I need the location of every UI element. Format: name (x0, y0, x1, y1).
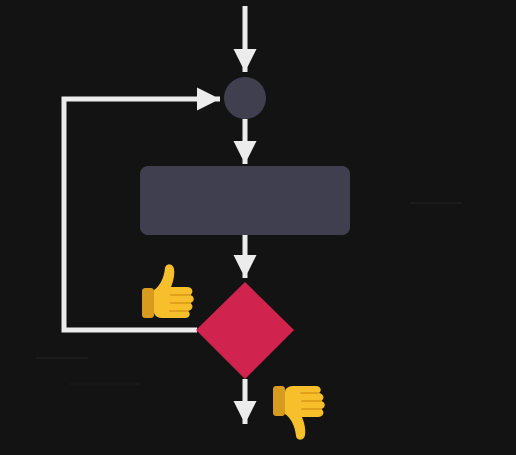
process-node (140, 166, 350, 235)
loop-back-arrow (61, 87, 220, 333)
decision-node (196, 282, 294, 379)
thumbs-up-icon (142, 264, 194, 318)
thumbs-down-icon (273, 386, 325, 440)
background-noise (36, 202, 462, 385)
merge-node (224, 77, 266, 119)
